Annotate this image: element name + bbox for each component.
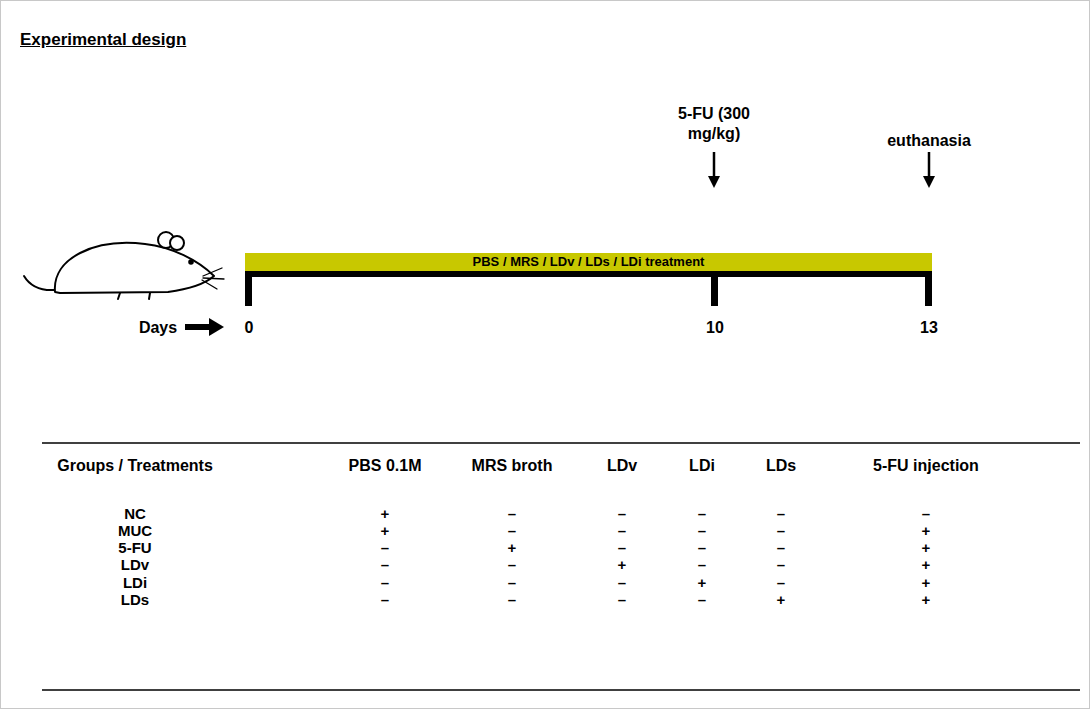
table-cell: – <box>698 556 706 573</box>
table-cell: – <box>777 556 785 573</box>
table-cell: – <box>698 539 706 556</box>
table-cell: – <box>618 574 626 591</box>
table-cell: + <box>922 539 931 556</box>
table-header: 5-FU injection <box>873 457 979 474</box>
table-cell: + <box>922 574 931 591</box>
tick-label: 13 <box>920 318 938 337</box>
dose-label: 5-FU (300 mg/kg) <box>659 104 769 144</box>
days-arrow <box>185 318 224 336</box>
table-cell: + <box>777 591 786 608</box>
table-header: LDs <box>766 457 796 474</box>
table-cell: – <box>777 539 785 556</box>
group-name: 5-FU <box>118 539 151 556</box>
table-cell: – <box>618 505 626 522</box>
band-label: PBS / MRS / LDv / LDs / LDi treatment <box>473 254 705 270</box>
table-cell: – <box>777 522 785 539</box>
table-cell: – <box>922 505 930 522</box>
timeline-axis <box>245 270 932 306</box>
table-cell: + <box>922 591 931 608</box>
table-cell: – <box>698 591 706 608</box>
table-cell: + <box>922 522 931 539</box>
table-cell: + <box>698 574 707 591</box>
table-cell: – <box>508 591 516 608</box>
table-cell: + <box>618 556 627 573</box>
event-arrows <box>708 152 935 188</box>
table-cell: – <box>508 505 516 522</box>
table-cell: – <box>381 574 389 591</box>
event-label: euthanasia <box>887 131 971 150</box>
table-cell: – <box>618 539 626 556</box>
table-header: Groups / Treatments <box>57 457 213 474</box>
table-cell: – <box>777 505 785 522</box>
group-name: LDi <box>123 574 147 591</box>
diagram-title: Experimental design <box>20 30 186 50</box>
axis-title: Days <box>139 318 177 337</box>
table-cell: + <box>508 539 517 556</box>
table-cell: + <box>381 505 390 522</box>
table-cell: – <box>698 522 706 539</box>
table-header: LDi <box>689 457 715 474</box>
group-name: NC <box>124 505 146 522</box>
table-cell: + <box>922 556 931 573</box>
table-cell: – <box>381 539 389 556</box>
group-name: LDs <box>121 591 149 608</box>
tick-label: 10 <box>706 318 724 337</box>
table-header: PBS 0.1M <box>349 457 422 474</box>
table-cell: + <box>381 522 390 539</box>
table-cell: – <box>508 556 516 573</box>
table-cell: – <box>777 574 785 591</box>
table-cell: – <box>381 591 389 608</box>
table-header: MRS broth <box>472 457 553 474</box>
treatment-band: PBS / MRS / LDv / LDs / LDi treatment <box>245 253 932 271</box>
group-name: LDv <box>121 556 149 573</box>
table-cell: – <box>381 556 389 573</box>
group-name: MUC <box>118 522 152 539</box>
table-cell: – <box>618 591 626 608</box>
table-cell: – <box>508 522 516 539</box>
table-cell: – <box>508 574 516 591</box>
table-cell: – <box>698 505 706 522</box>
table-header: LDv <box>607 457 637 474</box>
table-rules <box>42 443 1080 690</box>
mouse-drawing <box>24 232 224 299</box>
table-cell: – <box>618 522 626 539</box>
tick-label: 0 <box>245 318 254 337</box>
